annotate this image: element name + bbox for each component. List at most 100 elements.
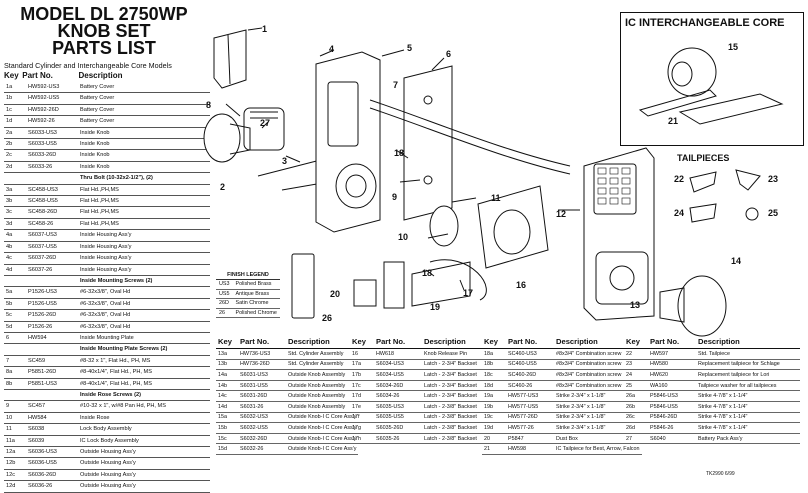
callout-7: 7 [393,80,399,90]
desc-cell: Latch - 2-3/4" Backset [422,369,492,381]
part-cell: SC458-26 [26,218,78,231]
part-cell: HW592-US3 [26,82,78,94]
part-cell: P1526-26 [26,321,78,333]
ic-key [638,89,717,117]
part-cell: S6035-26 [374,433,422,445]
column-header: Part No. [648,337,696,349]
desc-cell: Strike 4-7/8" x 1-1/4" [696,390,800,402]
key-cell: 6 [4,332,26,345]
inside-rose [429,205,459,247]
key-cell: 3c [4,206,26,219]
key-cell: 8a [4,366,26,379]
desc-cell: Latch - 2-3/8" Backset [422,412,492,424]
part-cell: SC460-US5 [506,359,554,371]
key-cell: 19c [482,412,506,424]
finish-code: 26D [216,298,233,309]
key-cell: 5a [4,286,26,299]
desc-cell: #10-32 x 1", w/#8 Pan Hd, PH, MS [78,400,210,413]
callout-13: 13 [630,300,641,310]
part-cell: S6035-US5 [374,412,422,424]
footer-code: TK2990 6/99 [706,471,735,477]
part-cell: P5846-US3 [648,390,696,402]
part-cell: HW584 [26,412,78,425]
callout-11: 11 [491,193,501,203]
finish-name: Antique Brass [232,289,280,300]
key-cell: 12b [4,457,26,470]
part-cell: WA160 [648,380,696,392]
header-key: Key [4,71,19,80]
callout-2: 2 [220,182,226,192]
part-cell: SC458-US5 [26,195,78,208]
callout-9: 9 [392,192,398,202]
key-cell: 4c [4,252,26,265]
part-cell: HW577-US3 [506,390,554,402]
latch [411,261,471,307]
ic-tailpiece [678,93,784,125]
part-cell: HW620 [648,369,696,381]
part-cell: S6033-26D [26,149,78,162]
key-cell: 3a [4,184,26,197]
part-cell: S6035-26D [374,422,422,434]
part-cell: S6037-26D [26,252,78,265]
desc-cell: Battery Cover [78,92,210,105]
key-cell: 17c [350,380,374,392]
column-header: Key [624,337,648,349]
key-cell: 27 [624,433,648,445]
key-cell: 14a [216,369,238,381]
part-cell: P1526-US5 [26,298,78,311]
key-cell: 8b [4,378,26,390]
key-cell: 2b [4,138,26,151]
callout-10: 10 [398,232,409,242]
desc-cell: Flat Hd.,PH,MS [78,218,210,231]
part-cell: S6035-US3 [374,401,422,413]
callout-1: 1 [262,24,268,34]
key-cell: 18c [482,369,506,381]
callout-15: 15 [728,42,739,52]
section-spacer [4,389,78,402]
section-title: Inside Mounting Plate Screws (2) [78,343,210,356]
key-cell: 19a [482,390,506,402]
column-header: Description [554,337,642,349]
desc-cell: Inside Knob [78,149,210,162]
desc-cell: Inside Housing Ass'y [78,264,210,276]
key-cell: 17h [350,433,374,445]
desc-cell: Outside Knob Assembly [286,390,359,402]
key-cell: 20 [482,433,506,445]
desc-cell: Inside Rose [78,412,210,425]
part-cell: SC458-US3 [26,184,78,197]
key-cell: 26b [624,401,648,413]
finish-legend-title: FINISH LEGEND [216,271,280,281]
key-cell: 11 [4,423,26,436]
key-cell: 18b [482,359,506,371]
part-cell: S6032-US3 [238,412,286,424]
finish-code: US3 [216,280,233,290]
